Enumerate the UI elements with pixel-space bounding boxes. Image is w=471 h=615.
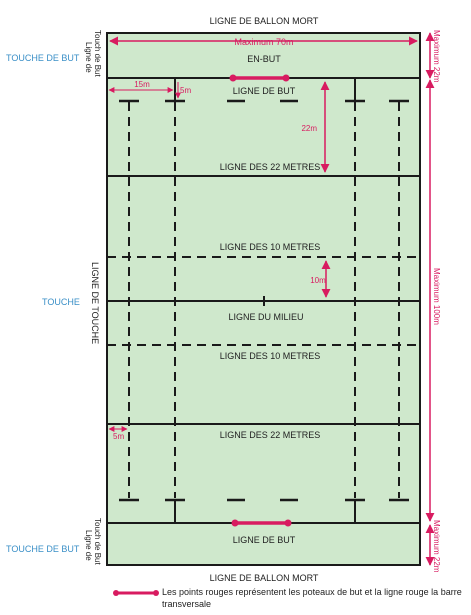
legend-text: Les points rouges représentent les potea… — [162, 587, 462, 609]
in-goal-label: EN-BUT — [247, 54, 281, 64]
goal-line-top-label: LIGNE DE BUT — [233, 86, 296, 96]
max-in-goal-bottom-label: Maximum 22m — [432, 520, 441, 573]
max-in-goal-top-label: Maximum 22m — [432, 30, 441, 83]
dim-15m-label: 15m — [134, 80, 150, 89]
halfway-label: LIGNE DU MILIEU — [228, 312, 303, 322]
dim-22m-label: 22m — [301, 124, 317, 133]
touch-in-goal-line-top-label-2: Touch de But — [93, 30, 102, 77]
max-length-label: Maximum 100m — [432, 268, 441, 325]
max-width-label: Maximum 70m — [234, 37, 293, 47]
line-22-bottom-label: LIGNE DES 22 METRES — [220, 430, 321, 440]
goal-posts-bottom — [231, 519, 292, 527]
touch-in-goal-line-bottom-label-2: Touch de But — [93, 518, 102, 565]
dim-5m-top-label: 5m — [180, 86, 191, 95]
goal-posts-top — [229, 74, 290, 82]
touch-label: TOUCHE — [42, 297, 80, 307]
touch-in-goal-line-top-label-1: Ligne de — [84, 42, 93, 73]
goal-line-bottom-label: LIGNE DE BUT — [233, 535, 296, 545]
touch-line-label: LIGNE DE TOUCHE — [90, 262, 100, 344]
touch-in-goal-top-label: TOUCHE DE BUT — [6, 53, 80, 63]
dead-ball-line-bottom-label: LIGNE DE BALLON MORT — [210, 573, 319, 583]
line-22-top-label: LIGNE DES 22 METRES — [220, 162, 321, 172]
legend-swatch — [113, 590, 159, 596]
dead-ball-line-top-label: LIGNE DE BALLON MORT — [210, 16, 319, 26]
dim-10m-label: 10m — [310, 276, 326, 285]
line-10-top-label: LIGNE DES 10 METRES — [220, 242, 321, 252]
line-10-bottom-label: LIGNE DES 10 METRES — [220, 351, 321, 361]
touch-in-goal-bottom-label: TOUCHE DE BUT — [6, 544, 80, 554]
touch-in-goal-line-bottom-label-1: Ligne de — [84, 530, 93, 561]
dim-5m-bottom-label: 5m — [113, 432, 124, 441]
